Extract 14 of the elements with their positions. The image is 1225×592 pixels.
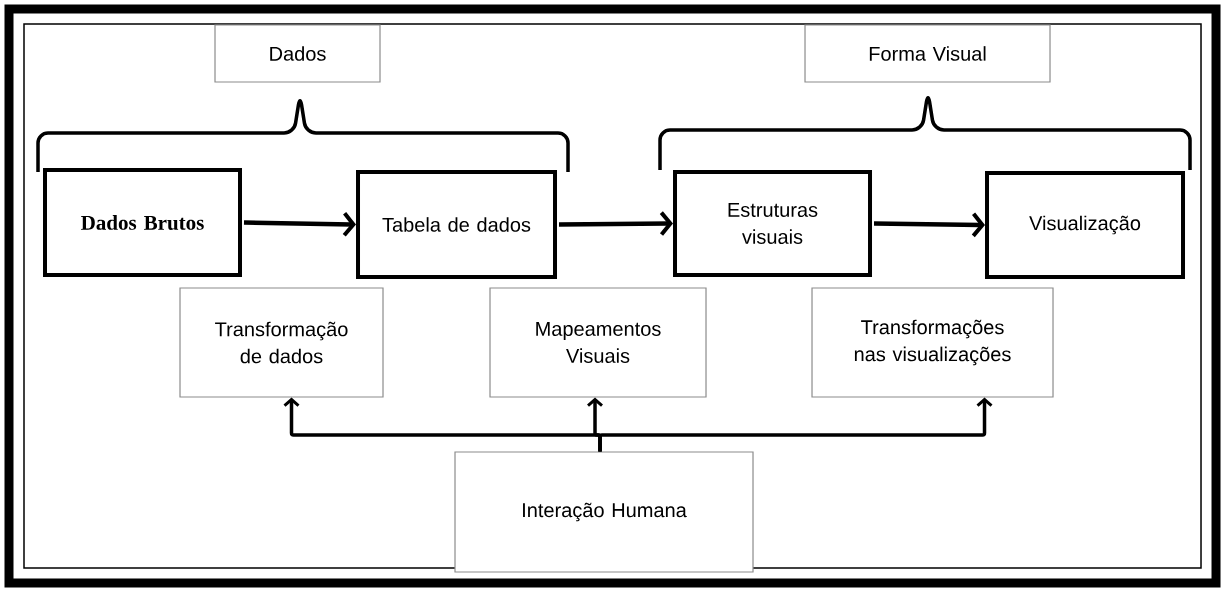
process-box: Dados Brutos [43, 168, 242, 277]
arrow [873, 212, 985, 238]
arrow [243, 212, 356, 237]
operation-box: Mapeamentos Visuais [489, 287, 707, 398]
process-box: Estruturas visuais [673, 170, 872, 277]
operation-box: Transformação de dados [179, 287, 384, 398]
operation-box: Transformações nas visualizações [811, 287, 1054, 398]
heading-box: Dados [214, 24, 381, 83]
arrow [598, 397, 993, 452]
heading-box: Forma Visual [804, 24, 1051, 83]
process-box: Visualização [985, 171, 1185, 279]
interaction-box: Interação Humana [454, 451, 754, 573]
arrow [559, 211, 673, 236]
process-box: Tabela de dados [356, 170, 557, 279]
